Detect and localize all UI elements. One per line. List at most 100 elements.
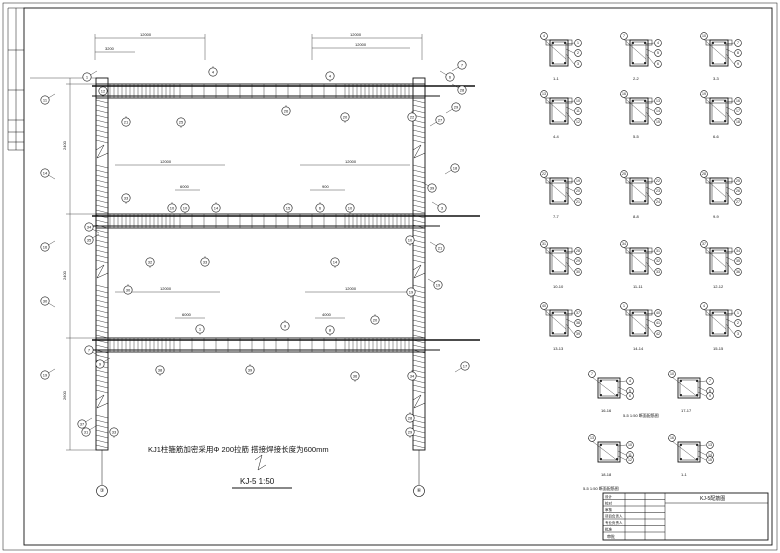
callout-number: 38	[158, 368, 163, 373]
column-stirrup	[95, 244, 109, 249]
callout-bubble	[451, 102, 461, 112]
section-leader	[645, 191, 655, 203]
section-callout-bubble	[706, 392, 714, 400]
section-stirrup	[551, 41, 567, 65]
section-callout-bubble	[734, 309, 742, 317]
section-callout-number: 38	[576, 321, 580, 325]
section-leader	[725, 111, 735, 123]
section-callout-bubble	[734, 330, 742, 338]
section-leader	[725, 100, 735, 103]
column-stirrup	[95, 414, 109, 419]
section-bar	[644, 200, 646, 202]
column-stirrup	[412, 364, 426, 369]
section-leader	[725, 256, 735, 262]
section-bar	[600, 380, 602, 382]
section-callout-number: 8	[709, 389, 711, 393]
section-leader	[645, 186, 655, 192]
section-callout-bubble	[706, 377, 714, 385]
section-callout-bubble	[654, 177, 662, 185]
section-leader	[619, 305, 647, 330]
section-leader	[645, 312, 655, 315]
section-leader	[645, 111, 655, 123]
section-callout-bubble	[574, 198, 582, 206]
section-callout-bubble	[540, 240, 548, 248]
section-bar	[724, 270, 726, 272]
section-flange	[705, 247, 733, 254]
section-bar	[696, 458, 698, 460]
section-callout-bubble	[620, 302, 628, 310]
section-callout-bubble	[734, 39, 742, 47]
column-stirrup	[95, 419, 109, 424]
column-stirrup	[412, 164, 426, 169]
section-leader	[725, 180, 735, 183]
callout-bubble	[325, 71, 335, 81]
section-bar	[712, 100, 714, 102]
callout-number: 31	[84, 430, 89, 435]
callout-bubble	[98, 86, 108, 96]
section-callout-number: 11	[628, 453, 632, 457]
section-callout-bubble	[734, 177, 742, 185]
column-stirrup	[412, 189, 426, 194]
section-callout-bubble	[734, 97, 742, 105]
section-callout-number: 9	[709, 394, 711, 398]
callout-number: 30	[126, 288, 131, 293]
section-bar	[552, 250, 554, 252]
section-leader	[645, 53, 655, 65]
column-stirrup	[95, 299, 109, 304]
section-bar	[680, 458, 682, 460]
section-stirrup	[711, 179, 727, 203]
column-stirrup	[95, 209, 109, 214]
section-bar	[564, 42, 566, 44]
column-stirrup	[412, 349, 426, 354]
column-stirrup	[95, 239, 109, 244]
section-label: 12-12	[713, 284, 724, 289]
section-label: 10-10	[553, 284, 564, 289]
section-label: 6-6	[713, 134, 720, 139]
section-callout-number: 15	[708, 458, 712, 462]
column-stirrup	[95, 219, 109, 224]
section-leader	[565, 48, 575, 54]
column-stirrup	[412, 174, 426, 179]
section-leader	[667, 373, 699, 398]
section-callout-number: 30	[576, 270, 580, 274]
column-stirrups	[95, 99, 426, 449]
callout-bubble	[405, 413, 415, 423]
callout-number: 30	[43, 299, 48, 304]
column-stirrup	[412, 424, 426, 429]
section-callout-number: 7	[709, 379, 711, 383]
section-bar	[564, 312, 566, 314]
callout-bubble	[283, 203, 293, 213]
section-callout-number: 13	[590, 436, 594, 440]
section-flange	[705, 309, 733, 316]
callout-bubble	[155, 365, 165, 375]
callout-bubble	[176, 117, 186, 127]
section-stirrup	[551, 99, 567, 123]
section-stirrup	[631, 179, 647, 203]
callout-bubble	[81, 427, 91, 437]
column-stirrup	[412, 294, 426, 299]
section-leader	[725, 186, 735, 192]
column-stirrup	[95, 124, 109, 129]
section-callout-number: 14	[656, 109, 660, 113]
callout-bubble	[325, 325, 335, 335]
section-callout-bubble	[734, 187, 742, 195]
section-callout-bubble	[734, 268, 742, 276]
callout-bubble	[315, 203, 325, 213]
section-group-label-2: 5-5 1:50 断面配筋图	[583, 485, 619, 491]
column-stirrup	[412, 379, 426, 384]
column-stirrup	[95, 324, 109, 329]
section-callout-bubble	[706, 441, 714, 449]
section-leader	[697, 386, 707, 392]
column-stirrup	[412, 199, 426, 204]
section-callout-number: 12	[576, 120, 580, 124]
section-callout-number: 37	[576, 311, 580, 315]
section-bar	[552, 270, 554, 272]
section-leader	[725, 261, 735, 273]
column-stirrup	[95, 199, 109, 204]
section-callout-bubble	[574, 49, 582, 57]
column-stirrup	[412, 319, 426, 324]
